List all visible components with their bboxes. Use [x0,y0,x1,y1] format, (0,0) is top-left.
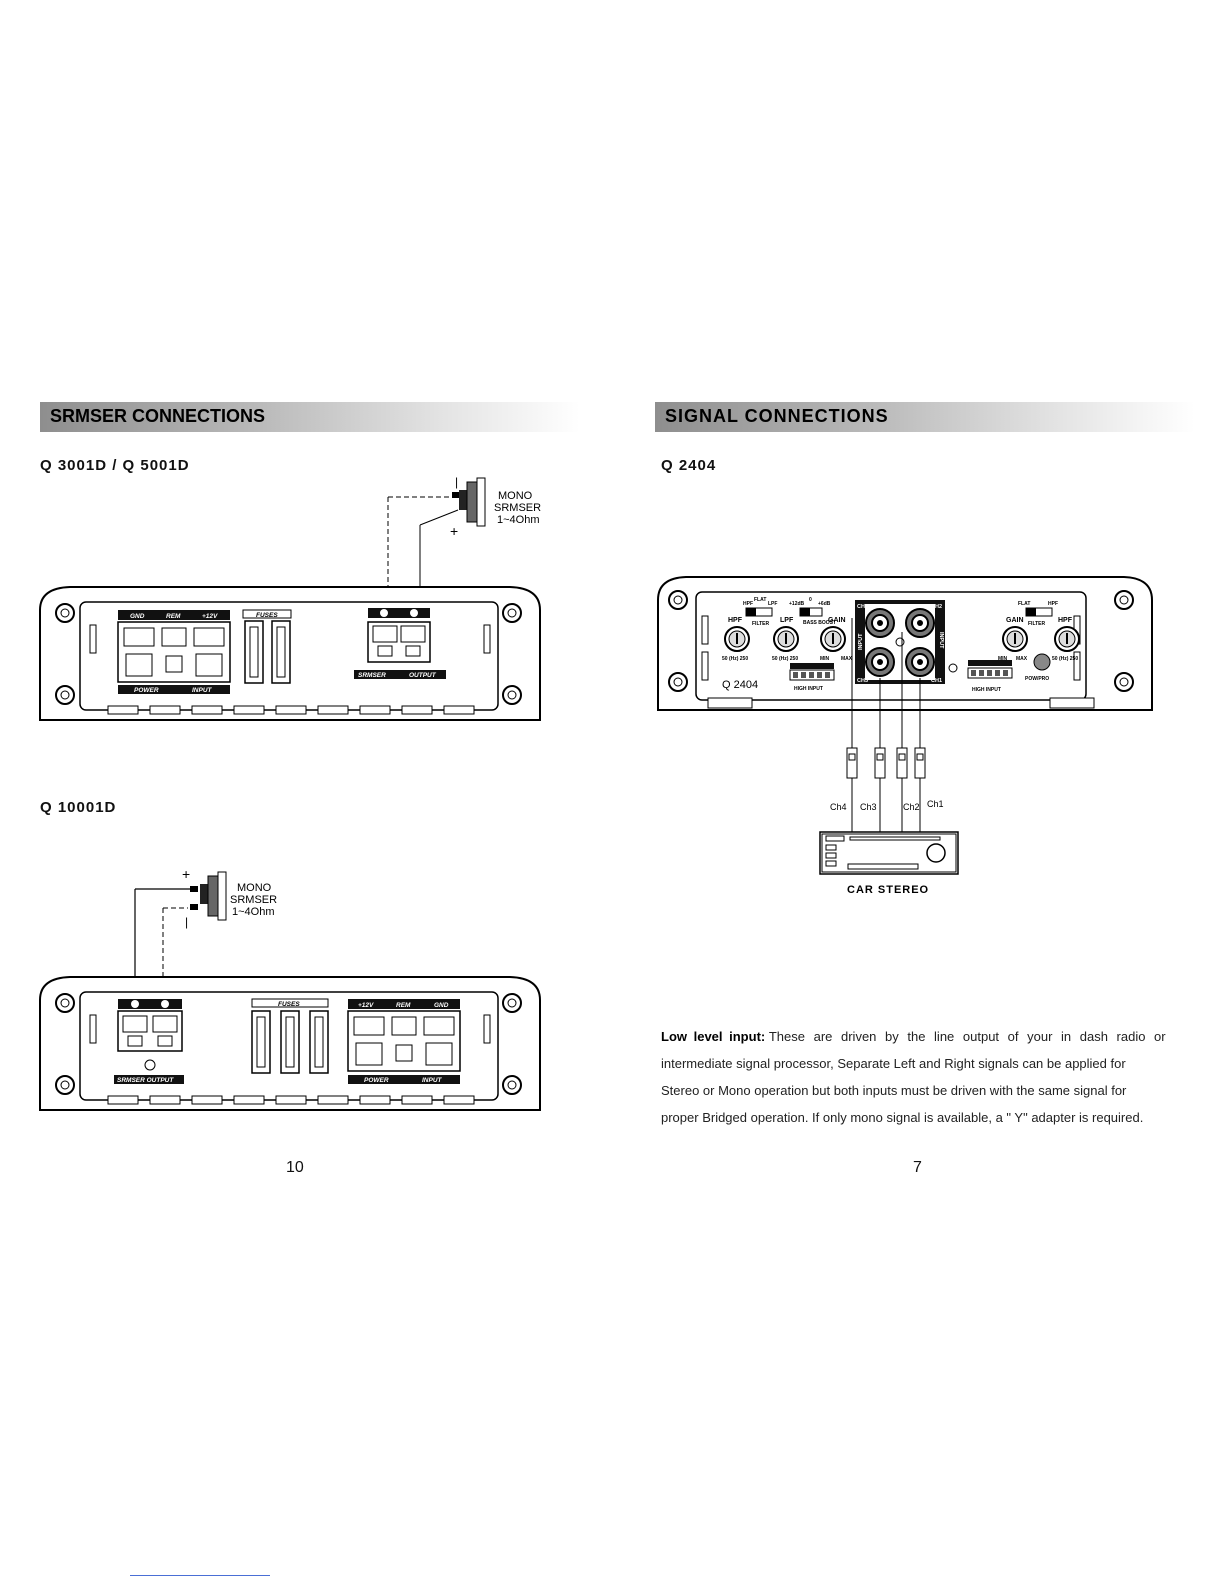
svg-text:+: + [450,523,458,539]
svg-text:BASS BOOST: BASS BOOST [803,620,836,626]
svg-text:CH1: CH1 [931,678,942,684]
paragraph-line-3: Stereo or Mono operation but both inputs… [661,1083,1127,1098]
svg-text:LPF: LPF [780,617,794,624]
svg-text:HIGH INPUT: HIGH INPUT [972,687,1001,693]
speaker-label-line3: 1~4Ohm [497,514,540,526]
paragraph-line-4: proper Bridged operation. If only mono s… [661,1110,1144,1125]
model-title-q2404: Q 2404 [661,457,717,474]
svg-text:CH3: CH3 [857,678,868,684]
svg-text:MAX: MAX [1016,656,1028,662]
svg-text:Ch3: Ch3 [860,802,877,812]
low-level-input-paragraph: Low level input: These are driven by the… [661,1023,1191,1131]
svg-text:MIN: MIN [998,656,1008,662]
model-title-q10001d: Q 10001D [40,799,117,816]
section-header-signal: SIGNAL CONNECTIONS [655,402,1195,432]
svg-text:Ch1: Ch1 [927,799,944,809]
car-stereo-icon [819,831,959,875]
svg-text:GND: GND [434,1002,449,1009]
speaker-label-line2: SRMSER [230,894,277,906]
svg-text:CAR STEREO: CAR STEREO [847,884,929,896]
svg-text:50 (Hz) 250: 50 (Hz) 250 [1052,656,1078,662]
speaker-label-line1: MONO [237,882,272,894]
svg-text:HPF: HPF [1048,601,1058,607]
section-title: SIGNAL CONNECTIONS [665,406,889,426]
speaker-label-line1: MONO [498,490,533,502]
svg-text:MIN: MIN [820,656,830,662]
speaker-label-line3: 1~4Ohm [232,906,275,918]
svg-text:POWER: POWER [134,687,159,694]
svg-text:+12dB: +12dB [789,601,805,607]
svg-text:INPUT: INPUT [422,1077,443,1084]
svg-text:REM: REM [166,613,181,620]
svg-text:HIGH INPUT: HIGH INPUT [794,686,823,692]
page-number-right: 7 [913,1159,922,1176]
svg-text:0: 0 [809,597,812,603]
svg-text:INPUT: INPUT [858,633,864,650]
footer-rule [130,1575,270,1576]
svg-text:+12V: +12V [358,1002,374,1009]
svg-text:+: + [182,866,190,882]
section-title: SRMSER CONNECTIONS [50,406,266,426]
svg-text:+12V: +12V [202,613,218,620]
speaker-icon: | + [450,475,486,539]
svg-text:POWER: POWER [364,1077,389,1084]
svg-text:INPUT: INPUT [938,632,944,649]
section-header-srmser: SRMSER CONNECTIONS [40,402,580,432]
svg-text:GAIN: GAIN [828,617,846,624]
paragraph-line-2: intermediate signal processor, Separate … [661,1056,1126,1071]
svg-text:LPF: LPF [768,601,777,607]
svg-text:|: | [185,915,188,929]
speaker-icon: + | [182,866,227,929]
svg-text:FILTER: FILTER [752,621,770,627]
svg-text:INPUT: INPUT [192,687,213,694]
svg-text:FLAT: FLAT [1018,601,1030,607]
speaker-label-line2: SRMSER [494,502,541,514]
svg-text:50 (Hz) 250: 50 (Hz) 250 [722,656,748,662]
svg-text:REM: REM [396,1002,411,1009]
svg-text:GAIN: GAIN [1006,617,1024,624]
svg-text:Q 2404: Q 2404 [722,679,758,691]
svg-text:CH4: CH4 [857,604,869,610]
amp-diagram-q3001d: | + MONO SRMSER 1~4Ohm GND REM +12V POWE… [39,475,541,721]
amp-diagram-q10001d: + | MONO SRMSER 1~4Ohm SRMSER OUTPUT FUS… [39,866,541,1111]
svg-text:+6dB: +6dB [818,601,831,607]
svg-text:Ch4: Ch4 [830,802,847,812]
svg-text:POW/PRO: POW/PRO [1025,676,1049,682]
svg-text:OUTPUT: OUTPUT [409,672,437,679]
svg-text:SRMSER OUTPUT: SRMSER OUTPUT [117,1077,174,1084]
paragraph-lead: Low level input: [661,1029,766,1044]
svg-text:HPF: HPF [1058,617,1073,624]
svg-text:HPF: HPF [728,617,743,624]
svg-text:GND: GND [130,613,145,620]
svg-text:50 (Hz) 250: 50 (Hz) 250 [772,656,798,662]
svg-text:|: | [455,475,458,489]
svg-text:CH2: CH2 [931,604,942,610]
page-number-left: 10 [286,1159,304,1176]
svg-text:FUSES: FUSES [278,1001,300,1008]
svg-text:FUSES: FUSES [256,612,278,619]
svg-text:FILTER: FILTER [1028,621,1046,627]
paragraph-line-1: Low level input: These are driven by the… [661,1029,1166,1044]
amp-diagram-q2404: HPF FLAT LPF FILTER +12dB 0 +6dB BASS BO… [657,576,1153,896]
svg-text:SRMSER: SRMSER [358,672,386,679]
svg-text:Ch2: Ch2 [903,802,920,812]
svg-text:HPF: HPF [743,601,753,607]
model-title-q3001d: Q 3001D / Q 5001D [40,457,190,474]
svg-text:FLAT: FLAT [754,597,766,603]
svg-text:MAX: MAX [841,656,853,662]
